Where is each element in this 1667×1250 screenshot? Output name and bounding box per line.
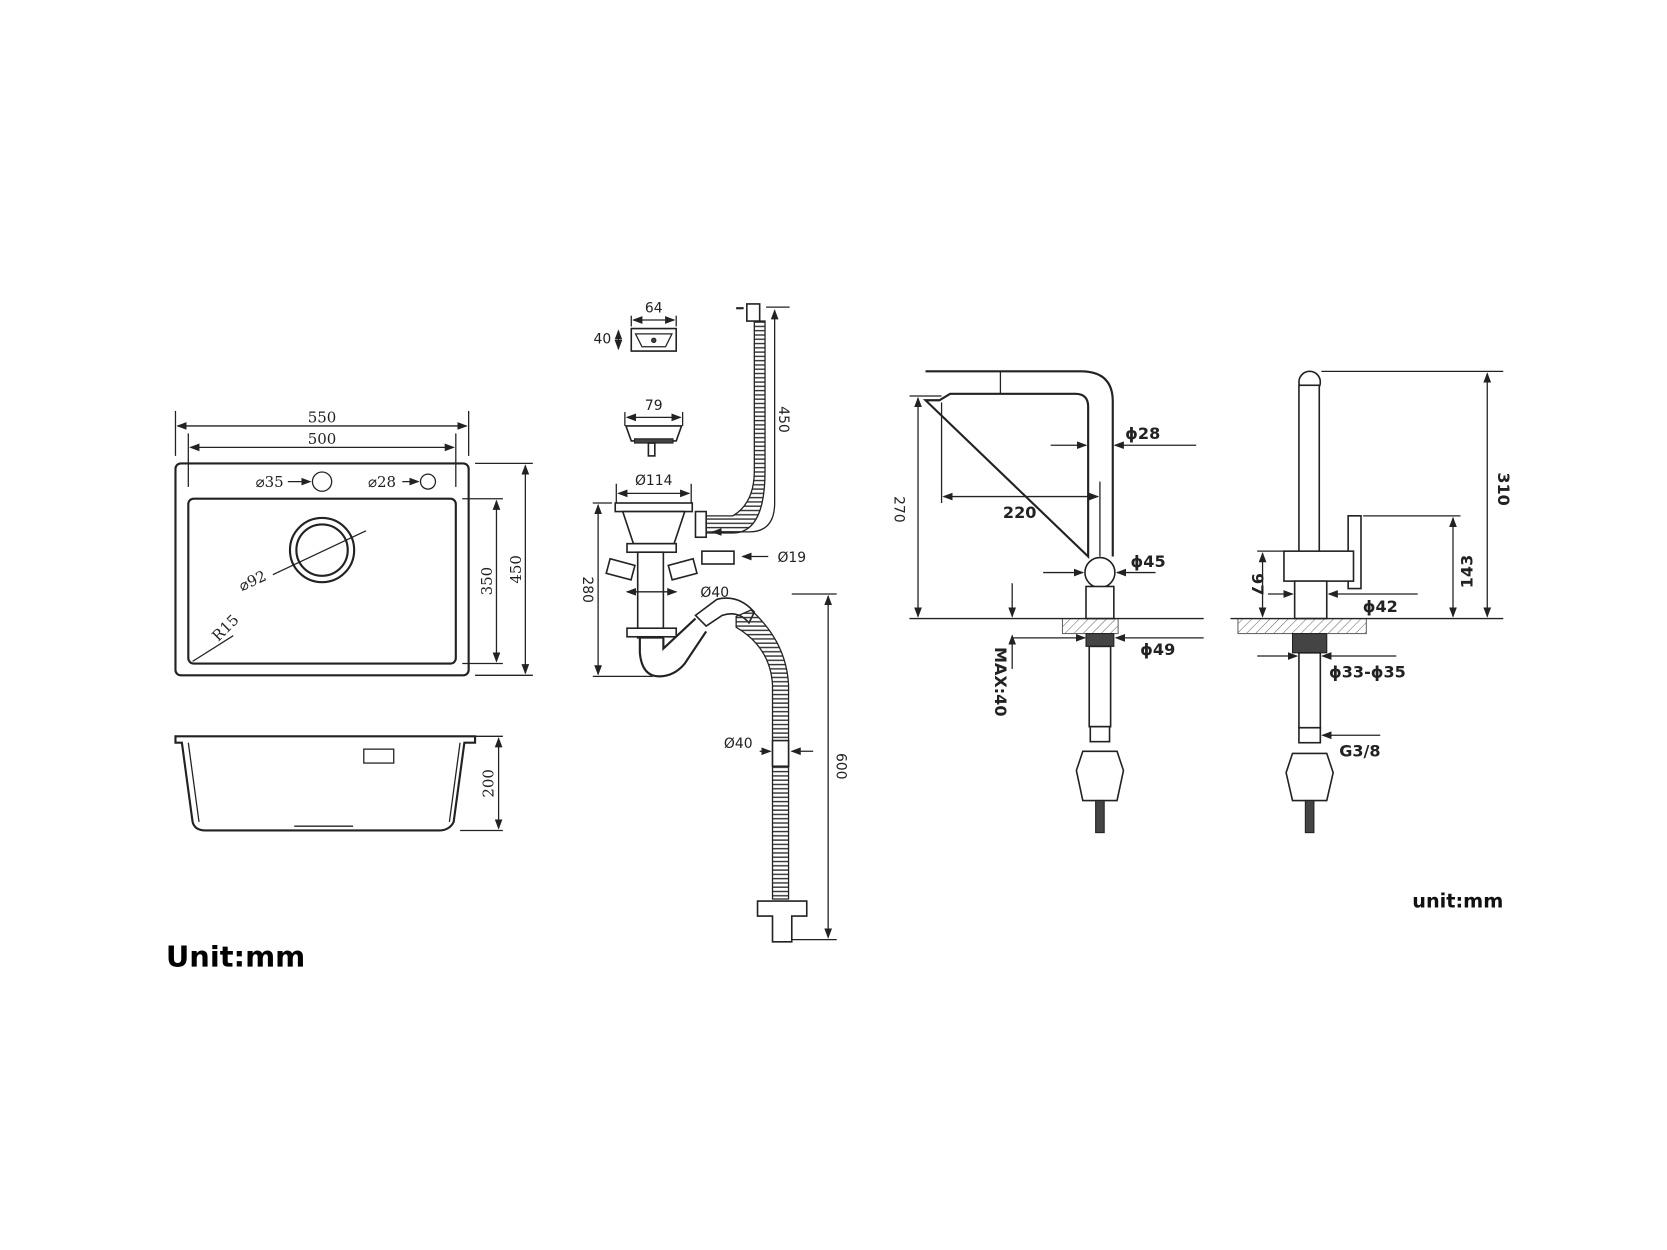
- countertop: [1061, 618, 1119, 635]
- dim-hole-35: ⌀35: [256, 473, 284, 491]
- dim-phi33-35: ϕ33-ϕ35: [1329, 662, 1406, 681]
- dim-143: 143: [1457, 555, 1476, 589]
- faucet-side-view: 310 143 97 ϕ42 ϕ33-ϕ35 G3/8: [1230, 370, 1513, 834]
- drain-kit: 64 40 79 Ø114 Ø19 Ø40 280 450 600 Ø40: [579, 300, 849, 943]
- dim-phi42: ϕ42: [1363, 597, 1398, 616]
- dim-hose-40: Ø40: [724, 736, 753, 752]
- dim-97: 97: [1248, 573, 1267, 595]
- dim-overflow-450: 450: [775, 406, 791, 433]
- dim-radius: R15: [208, 611, 242, 645]
- unit-label-right: unit:mm: [1412, 890, 1503, 913]
- dim-310: 310: [1494, 472, 1513, 506]
- dim-64: 64: [645, 300, 663, 316]
- dim-phi45: ϕ45: [1131, 552, 1166, 571]
- dim-drain-92: ⌀92: [236, 567, 269, 595]
- dim-220: 220: [1003, 503, 1036, 522]
- dim-550: 550: [308, 409, 337, 427]
- dim-450: 450: [507, 555, 525, 584]
- countertop-side: [1237, 618, 1367, 635]
- dim-350: 350: [478, 567, 496, 596]
- sink-side-view: 200: [174, 735, 503, 832]
- faucet-front-view: 270 220 ϕ28 ϕ45 ϕ49 MAX:40: [890, 370, 1204, 834]
- dim-270: 270: [890, 496, 906, 523]
- dim-200: 200: [479, 769, 497, 798]
- sink-top-view: 550 500 ⌀35 ⌀28 ⌀92 R15 350 450: [174, 409, 533, 677]
- dim-hole-28: ⌀28: [368, 473, 396, 491]
- dim-pipe-40: Ø40: [700, 585, 729, 601]
- dim-500: 500: [308, 430, 337, 448]
- dim-600: 600: [833, 753, 849, 780]
- dim-19: Ø19: [777, 550, 806, 566]
- dim-phi28: ϕ28: [1125, 424, 1160, 443]
- dim-114: Ø114: [635, 473, 673, 489]
- dim-280: 280: [579, 576, 595, 603]
- dim-g38: G3/8: [1339, 742, 1380, 761]
- unit-label-left: Unit:mm: [166, 939, 305, 973]
- dim-79: 79: [645, 398, 663, 414]
- dim-max-40: MAX:40: [991, 647, 1010, 717]
- dim-phi49: ϕ49: [1140, 640, 1175, 659]
- dim-40-overflow: 40: [594, 332, 612, 348]
